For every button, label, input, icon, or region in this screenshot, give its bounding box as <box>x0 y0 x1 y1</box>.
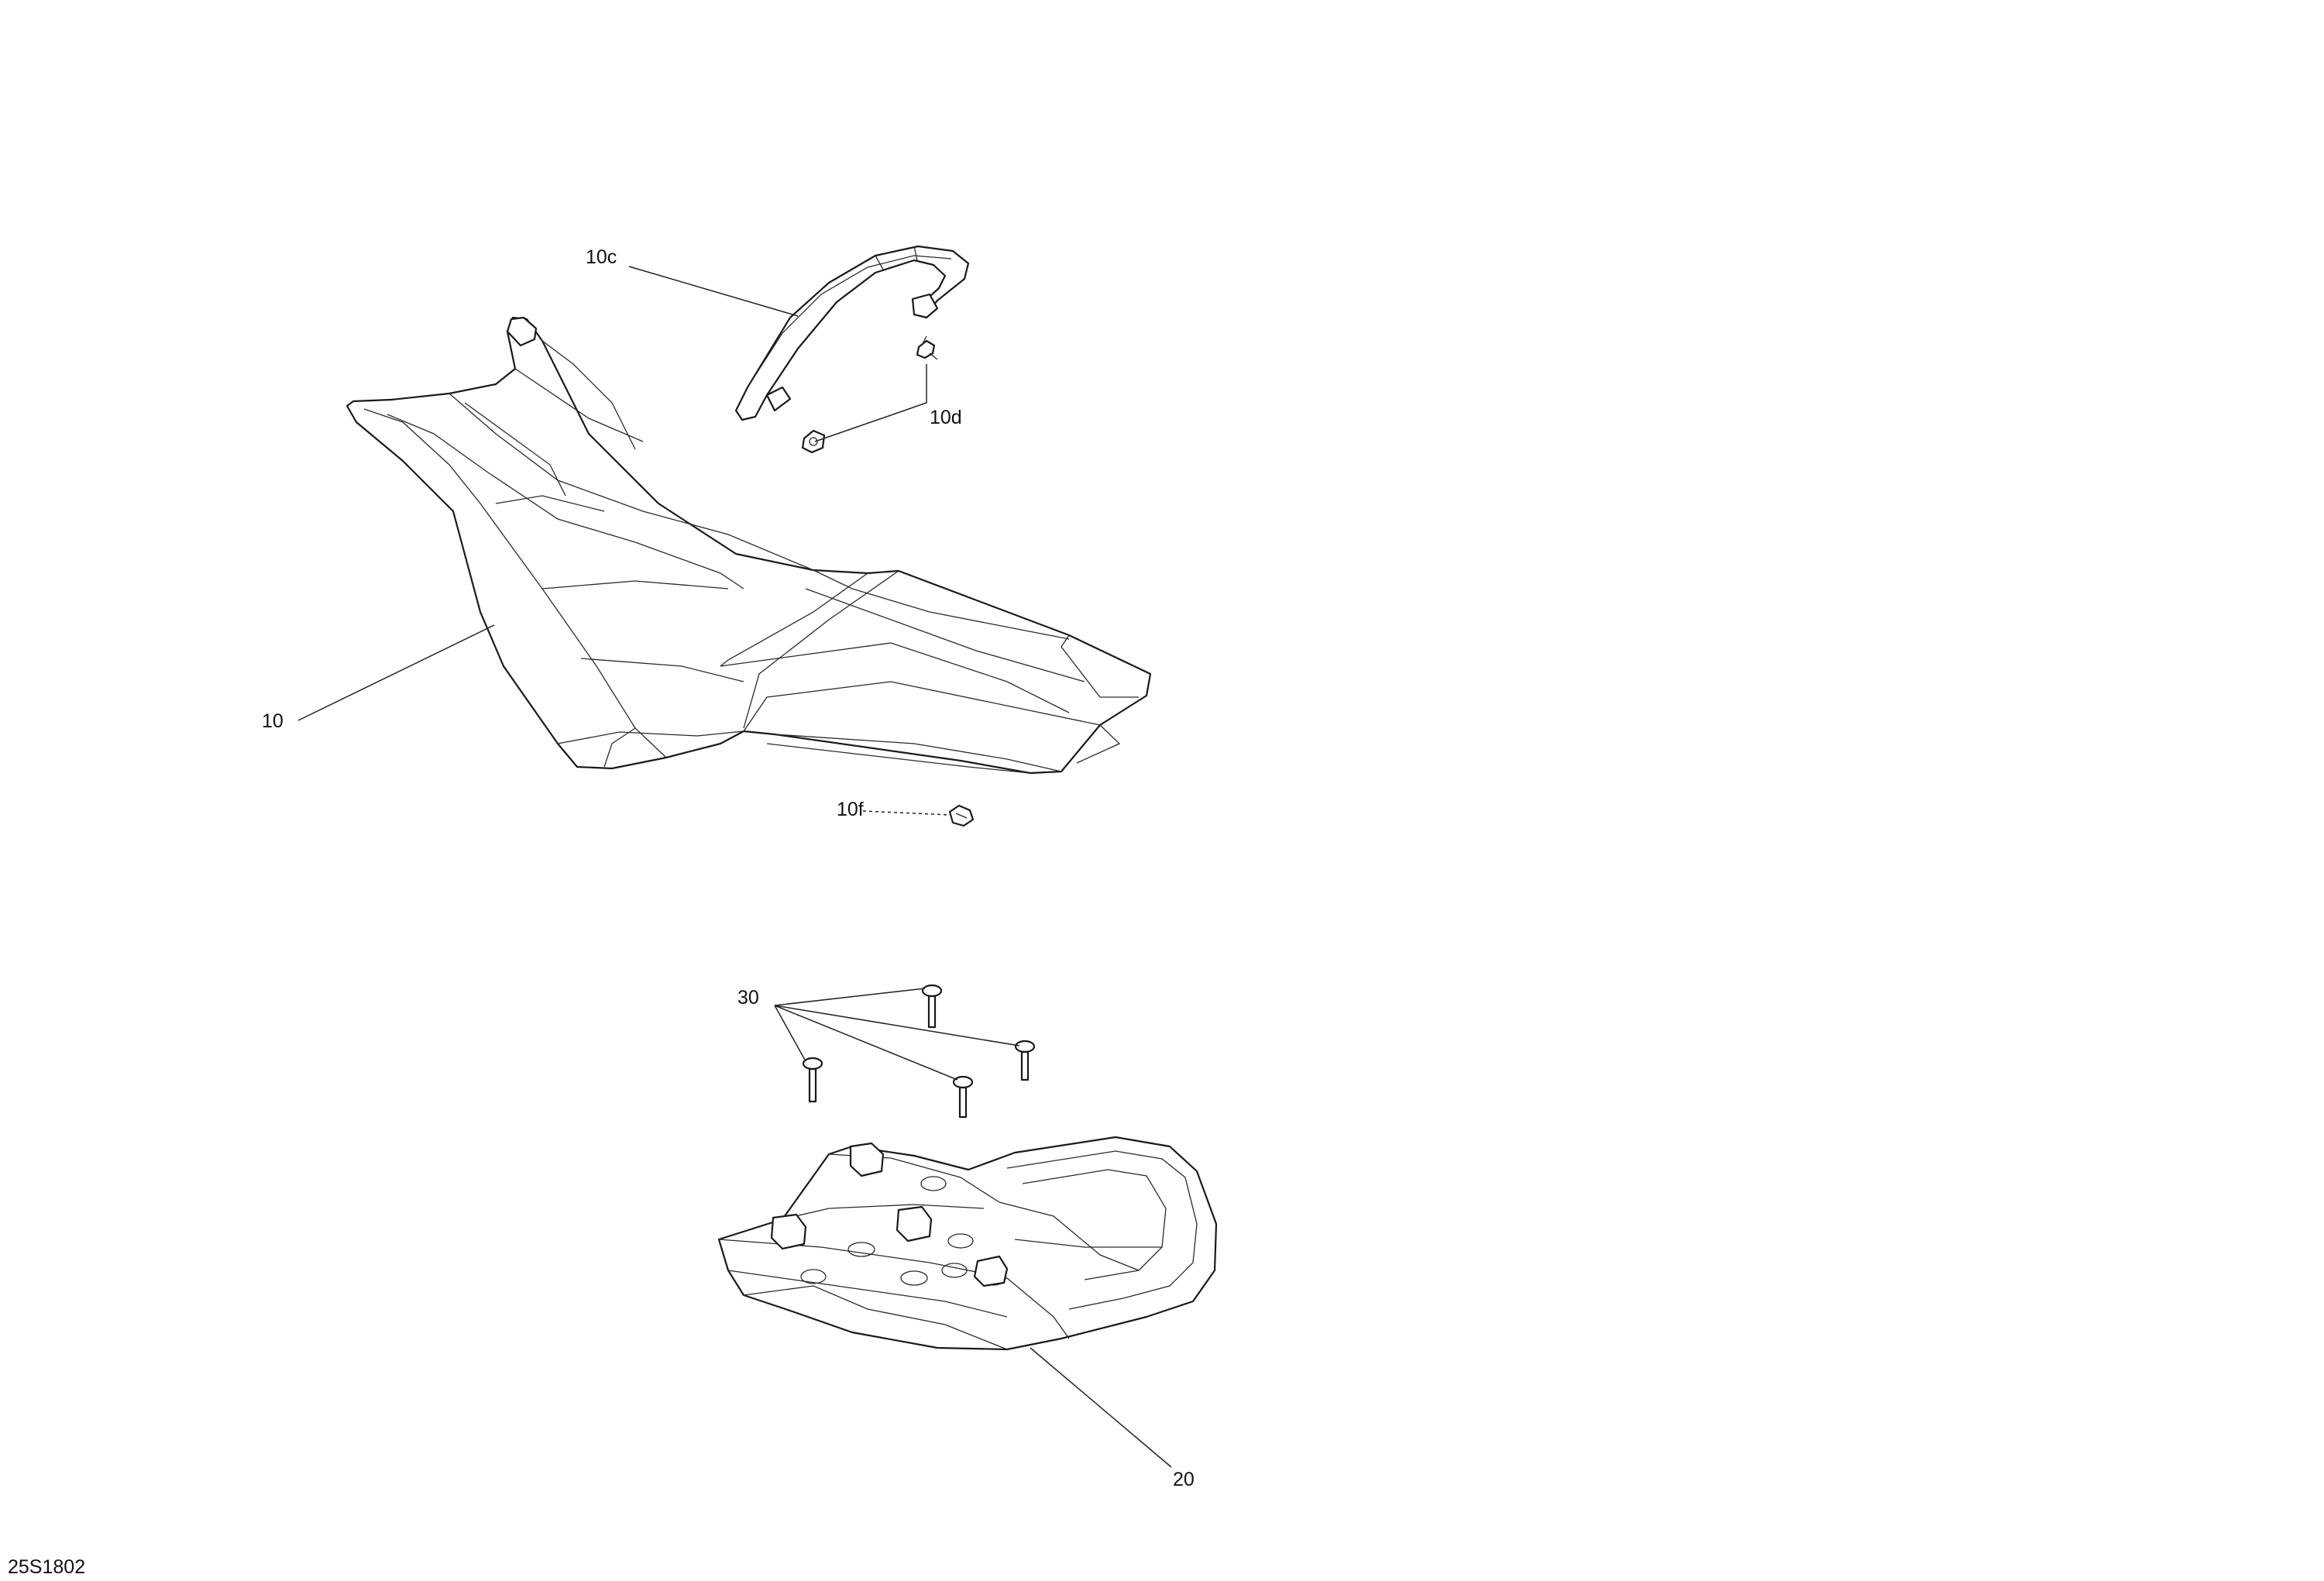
screw-2[interactable] <box>1014 1040 1036 1081</box>
callout-seat: 10 <box>262 710 284 732</box>
screw-3[interactable] <box>802 1057 823 1103</box>
strap-fastener-upper[interactable] <box>916 335 938 360</box>
bracket-part[interactable] <box>717 1136 1218 1351</box>
strap-part[interactable] <box>734 245 970 421</box>
clip-part[interactable] <box>948 804 975 827</box>
screw-4[interactable] <box>952 1075 974 1119</box>
drawing-code: 25S1802 <box>8 1556 85 1578</box>
callout-screws: 30 <box>737 987 759 1009</box>
callout-bracket: 20 <box>1173 1469 1195 1490</box>
seat-part[interactable] <box>346 316 1152 775</box>
callout-strap: 10c <box>586 246 617 268</box>
screw-1[interactable] <box>921 984 943 1029</box>
callout-strap-fastener: 10d <box>930 407 962 428</box>
leader-lines <box>297 266 1172 1468</box>
callout-clip: 10f <box>837 799 864 820</box>
strap-fastener-lower[interactable] <box>801 429 826 454</box>
